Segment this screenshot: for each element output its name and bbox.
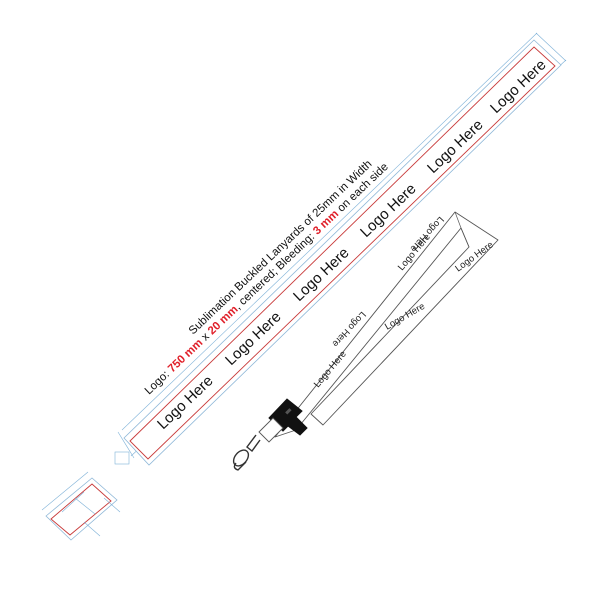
lanyard-fold-line (454, 211, 470, 248)
lanyard-lower-strap (258, 417, 284, 443)
dimension-tick-right (535, 32, 567, 62)
hook-latch (233, 461, 247, 471)
buckle-end-piece (41, 471, 121, 541)
end-piece-dimension-lines (41, 471, 121, 537)
strip-logo-area-outline (129, 46, 556, 460)
swivel-hook (232, 434, 261, 471)
dimension-box-left (114, 451, 130, 465)
buckle-slot (285, 408, 292, 415)
dimension-line-top (121, 32, 538, 431)
hook-swivel (246, 434, 261, 453)
lanyard-neck-strap (274, 211, 499, 438)
hook-loop (232, 449, 250, 467)
strip-bleed-outline (123, 39, 562, 466)
dimension-tick-left (117, 431, 135, 459)
spec-line-2: Logo: 750 mm x 20 mm, centered; Bleeding… (143, 161, 391, 397)
end-piece-logo-area-outline (50, 483, 112, 536)
end-piece-bleed-outline (45, 477, 118, 541)
